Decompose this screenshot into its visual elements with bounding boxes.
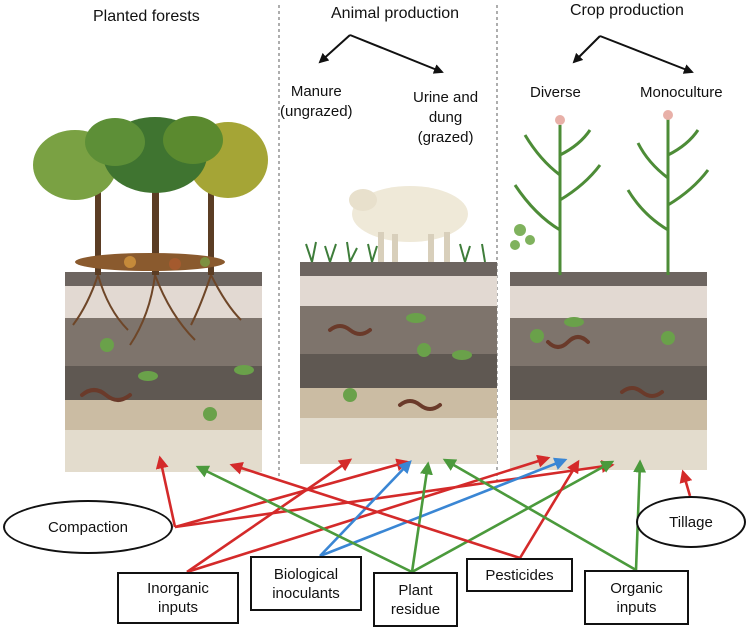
soil-crop <box>510 272 707 470</box>
factor-biological-inoculants: Biological inoculants <box>250 556 362 611</box>
label-monoculture: Monoculture <box>640 84 723 101</box>
trees <box>33 116 268 346</box>
arrow-pesticides-to-forest <box>229 462 521 560</box>
arrow-inorganic-to-crop <box>186 454 551 574</box>
arrow-residue-to-animal <box>410 461 433 573</box>
factor-organic-inputs: Organic inputs <box>584 570 689 625</box>
arrow-organic-to-animal <box>442 458 637 572</box>
soil-forest <box>65 272 262 472</box>
factor-arrows <box>155 454 693 574</box>
arrow-residue-to-forest <box>195 465 413 574</box>
worms <box>80 324 664 411</box>
header-branches <box>318 34 694 74</box>
grass <box>305 241 486 263</box>
label-manure: Manure (ungrazed) <box>280 83 353 120</box>
column-title-crop: Crop production <box>570 2 684 19</box>
factor-pesticides: Pesticides <box>466 558 573 592</box>
sheep <box>349 186 468 262</box>
corn-plants <box>513 118 710 275</box>
arrow-residue-to-crop <box>411 460 615 574</box>
column-title-forest: Planted forests <box>93 8 200 25</box>
factor-plant-residue: Plant residue <box>373 572 458 627</box>
arrow-tillage-to-crop <box>679 469 693 497</box>
factor-compaction: Compaction <box>3 500 173 554</box>
arrow-compaction-to-crop <box>174 460 615 529</box>
arrow-compaction-to-forest <box>155 455 177 528</box>
arrow-compaction-to-animal <box>174 458 410 529</box>
label-urine-dung: Urine and dung (grazed) <box>413 89 479 146</box>
arrow-inorganic-to-animal <box>186 458 353 574</box>
arrow-biological-to-crop <box>319 457 568 558</box>
corn-tassels <box>555 110 673 125</box>
microbes <box>100 313 675 421</box>
clover <box>510 224 535 250</box>
arrow-pesticides-to-crop <box>518 459 580 559</box>
factor-tillage: Tillage <box>636 496 746 548</box>
column-title-animal: Animal production <box>331 5 460 22</box>
soil-animal <box>300 262 497 464</box>
label-diverse: Diverse <box>530 84 581 101</box>
factor-inorganic-inputs: Inorganic inputs <box>117 572 239 624</box>
